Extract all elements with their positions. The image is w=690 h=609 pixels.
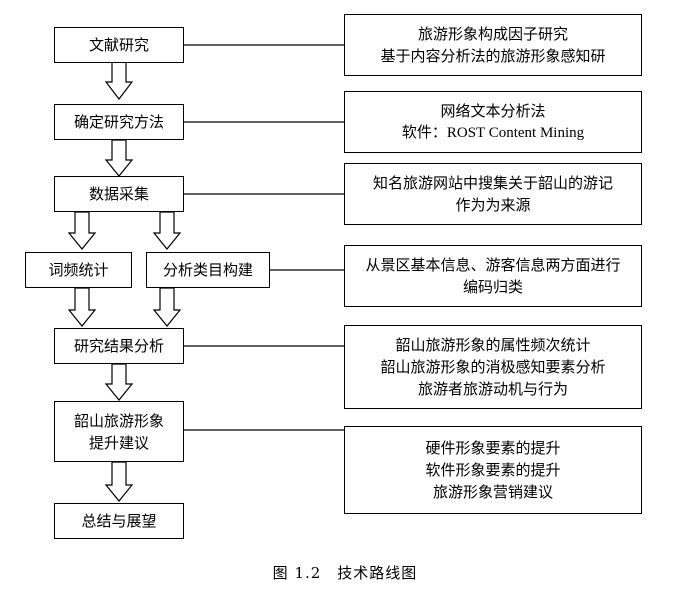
step-method-box: 确定研究方法 <box>54 104 184 140</box>
step-suggestion-label-2: 提升建议 <box>88 433 149 452</box>
step-collection-label: 数据采集 <box>88 185 149 203</box>
step-results-label: 研究结果分析 <box>73 337 164 355</box>
note-method-box: 网络文本分析法 软件：ROST Content Mining <box>344 91 642 153</box>
step-suggestion-box: 韶山旅游形象 提升建议 <box>54 401 184 462</box>
step-results-box: 研究结果分析 <box>54 328 184 364</box>
step-literature-label: 文献研究 <box>88 36 149 54</box>
figure-number: 图 1.2 <box>272 564 322 582</box>
step-collection-box: 数据采集 <box>54 176 184 212</box>
step-suggestion-label-1: 韶山旅游形象 <box>73 411 164 430</box>
step-word-freq-label: 词频统计 <box>48 261 109 279</box>
note-suggestion-line-3: 旅游形象营销建议 <box>432 483 553 501</box>
note-results-box: 韶山旅游形象的属性频次统计 韶山旅游形象的消极感知要素分析 旅游者旅游动机与行为 <box>344 325 642 409</box>
note-results-line-3: 旅游者旅游动机与行为 <box>417 380 568 398</box>
note-category-box: 从景区基本信息、游客信息两方面进行 编码归类 <box>344 245 642 307</box>
note-results-line-1: 韶山旅游形象的属性频次统计 <box>395 336 591 354</box>
note-suggestion-line-2: 软件形象要素的提升 <box>425 461 561 479</box>
down-arrow-3 <box>67 211 97 250</box>
note-suggestion-line-1: 硬件形象要素的提升 <box>425 439 561 457</box>
step-summary-box: 总结与展望 <box>54 503 184 539</box>
note-method-line-1: 网络文本分析法 <box>440 102 546 120</box>
note-suggestion-box: 硬件形象要素的提升 软件形象要素的提升 旅游形象营销建议 <box>344 426 642 514</box>
note-category-line-2: 编码归类 <box>462 278 523 296</box>
down-arrow-4 <box>152 211 182 250</box>
down-arrow-6 <box>152 287 182 327</box>
step-word-freq-box: 词频统计 <box>25 252 132 288</box>
figure-title: 技术路线图 <box>337 564 418 582</box>
note-collection-line-2: 作为为来源 <box>455 196 531 214</box>
down-arrow-7 <box>104 363 134 401</box>
down-arrow-8 <box>104 461 134 502</box>
note-method-line-2: 软件：ROST Content Mining <box>401 125 585 141</box>
step-summary-label: 总结与展望 <box>81 512 157 530</box>
step-literature-box: 文献研究 <box>54 27 184 63</box>
step-category-box: 分析类目构建 <box>146 252 270 288</box>
note-literature-box: 旅游形象构成因子研究 基于内容分析法的旅游形象感知研 <box>344 14 642 76</box>
note-category-line-1: 从景区基本信息、游客信息两方面进行 <box>365 256 621 274</box>
step-category-label: 分析类目构建 <box>162 261 253 279</box>
down-arrow-2 <box>104 139 134 177</box>
note-collection-box: 知名旅游网站中搜集关于韶山的游记 作为为来源 <box>344 163 642 225</box>
note-collection-line-1: 知名旅游网站中搜集关于韶山的游记 <box>372 174 613 192</box>
figure-caption: 图 1.2 技术路线图 <box>0 562 690 583</box>
step-method-label: 确定研究方法 <box>73 113 164 131</box>
down-arrow-1 <box>104 61 134 100</box>
note-literature-line-2: 基于内容分析法的旅游形象感知研 <box>380 47 606 65</box>
note-literature-line-1: 旅游形象构成因子研究 <box>417 25 568 43</box>
down-arrow-5 <box>67 287 97 327</box>
note-results-line-2: 韶山旅游形象的消极感知要素分析 <box>380 358 606 376</box>
